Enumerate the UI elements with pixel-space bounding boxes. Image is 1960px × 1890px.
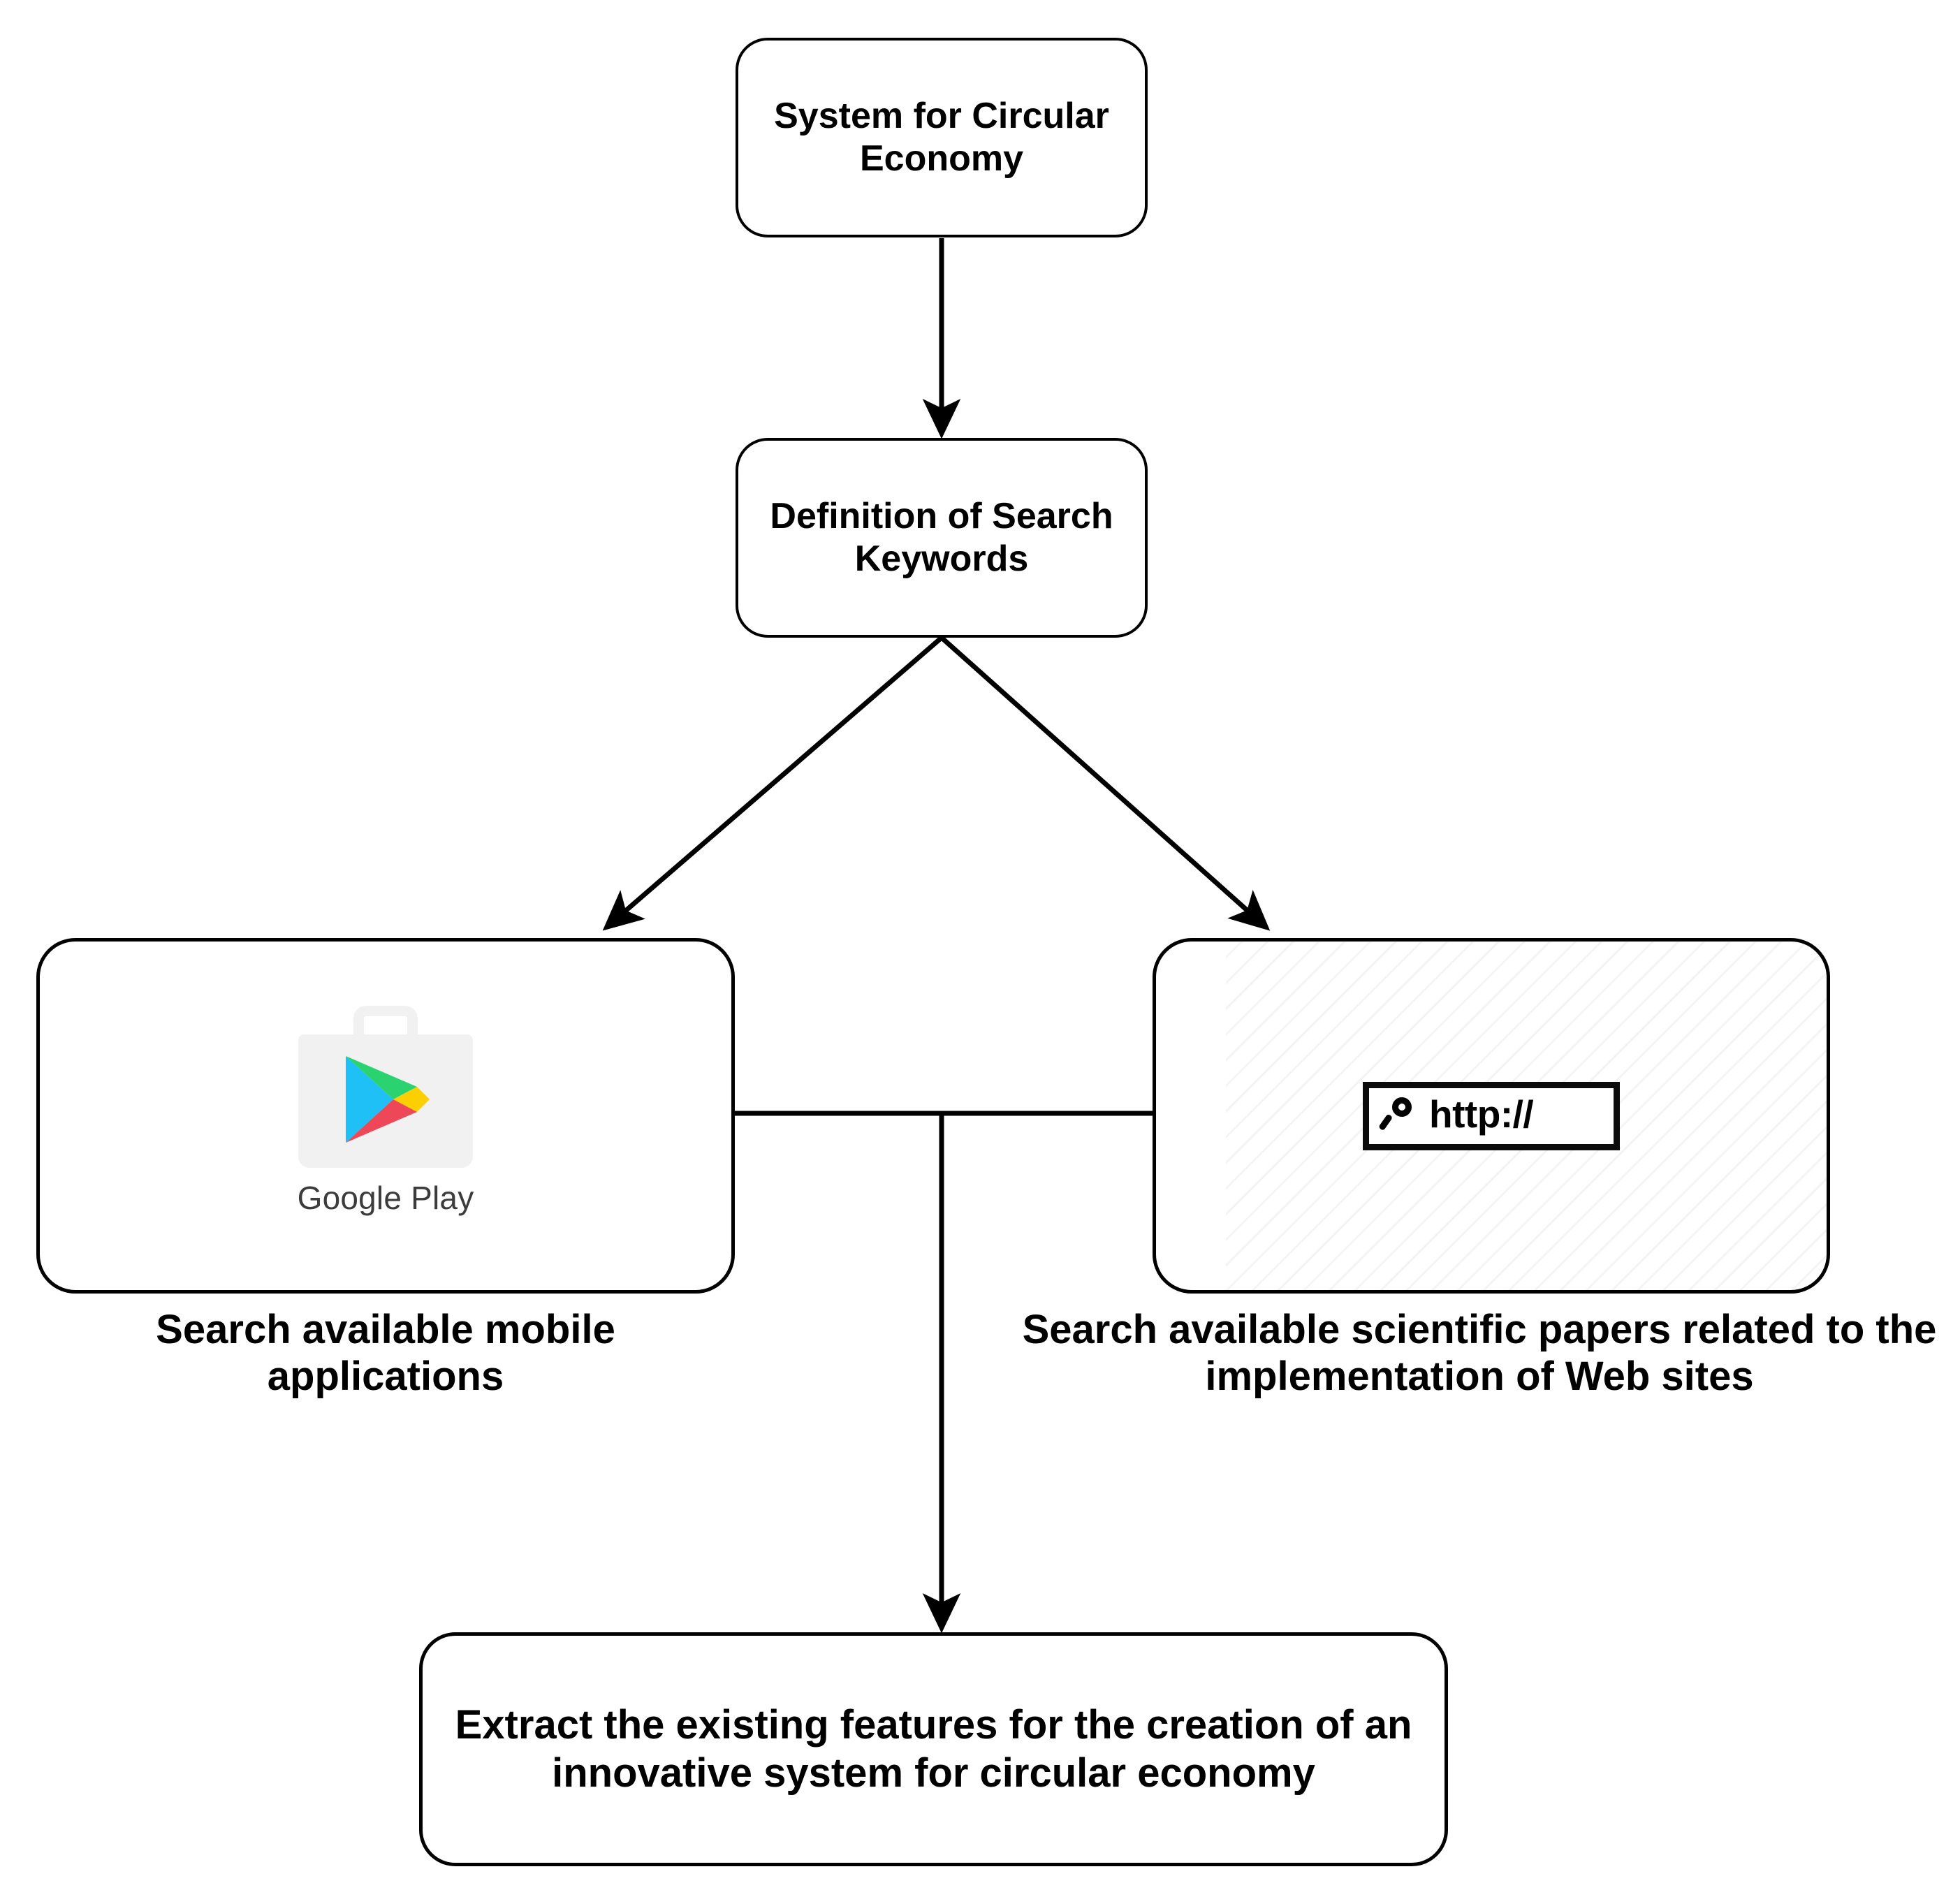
caption-search-scientific-papers: Search available scientific papers relat… xyxy=(1022,1307,1937,1400)
google-play-bag-icon xyxy=(298,1006,473,1169)
play-triangle-icon xyxy=(345,1056,430,1143)
node-google-play-search[interactable]: Google Play xyxy=(36,938,735,1294)
magnifier-ring-shape xyxy=(1392,1097,1412,1117)
node-system-for-circular-economy[interactable]: System for Circular Economy xyxy=(736,38,1148,237)
google-play-logo: Google Play xyxy=(298,1006,474,1217)
caption-search-mobile-applications: Search available mobile applications xyxy=(156,1307,615,1400)
edge-keywords-to-web xyxy=(939,636,1271,931)
node-extract-label: Extract the existing features for the cr… xyxy=(455,1702,1412,1796)
node-top-label: System for Circular Economy xyxy=(774,95,1109,179)
google-play-wordmark: Google Play xyxy=(297,1180,474,1217)
url-text: http:// xyxy=(1429,1092,1534,1136)
node-keywords-label: Definition of Search Keywords xyxy=(770,495,1113,579)
magnifier-handle-shape xyxy=(1378,1113,1394,1131)
node-web-paper-search[interactable]: http:// xyxy=(1153,938,1830,1294)
url-search-bar[interactable]: http:// xyxy=(1363,1081,1620,1150)
edge-keywords-to-play xyxy=(602,636,944,931)
node-definition-of-search-keywords[interactable]: Definition of Search Keywords xyxy=(736,438,1148,638)
magnifier-icon xyxy=(1378,1096,1419,1136)
node-extract-existing-features[interactable]: Extract the existing features for the cr… xyxy=(419,1632,1448,1866)
